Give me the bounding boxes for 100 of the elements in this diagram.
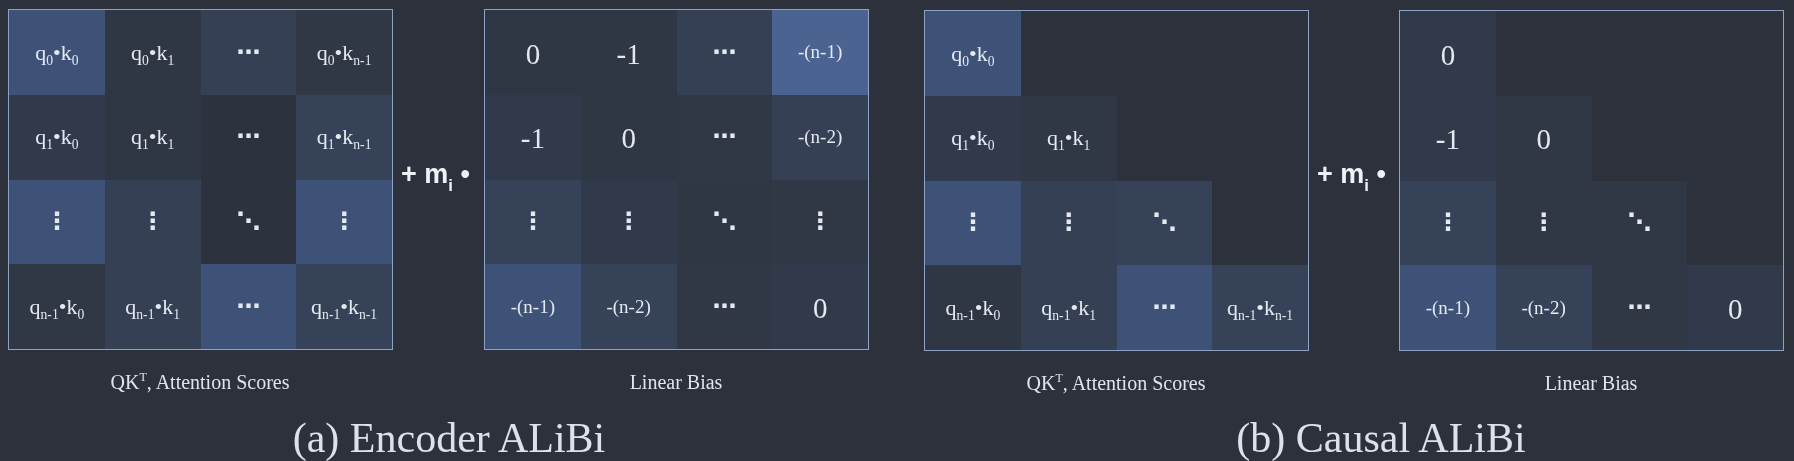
cell-text: ⋯ (236, 123, 261, 151)
cell-text: 0 (1536, 123, 1551, 157)
matrix-cell (485, 94, 581, 180)
cell-text: ⋮ (1435, 209, 1460, 237)
matrix-cell (104, 10, 201, 95)
cell-text: q$_{n-1}$•k$_{n-1}$ (311, 293, 378, 320)
matrix-cell (1495, 95, 1592, 181)
cell-text: -1 (1435, 123, 1460, 157)
cell-text: ⋮ (332, 208, 357, 236)
cell-text: q$_{0}$•k$_{0}$ (35, 39, 79, 65)
cell-text: q$_{0}$•k$_{n-1}$ (316, 39, 372, 65)
cell-text: -(n-2) (1521, 296, 1566, 319)
cell-text: 0 (1440, 38, 1456, 73)
matrix-cell (925, 95, 1021, 181)
cell-text: ⋱ (1627, 209, 1652, 237)
cell-text: -(n-1) (1425, 296, 1471, 319)
cell-text: ⋮ (960, 209, 985, 237)
matrix-cell (9, 179, 105, 265)
matrix-cell (1020, 95, 1117, 181)
cell-text: 0 (1727, 292, 1743, 327)
matrix-cell (1020, 265, 1117, 350)
matrix-cell (296, 94, 392, 180)
matrix-cell (580, 264, 677, 349)
cell-text: -(n-1) (510, 295, 556, 318)
cell-text: -1 (616, 37, 641, 72)
matrix-cell (1591, 265, 1688, 350)
matrix-cell (296, 264, 392, 349)
matrix-cell (104, 264, 201, 349)
cell-text: ⋯ (236, 292, 261, 321)
cell-text: ⋮ (520, 208, 545, 236)
cell-text: ⋯ (236, 38, 261, 67)
matrix-cell (676, 264, 773, 349)
matrix-caption: QK$^{T}$, Attention Scores (1026, 371, 1206, 395)
matrix-cell (296, 179, 392, 265)
matrix-cell (485, 264, 581, 349)
cell-text: ⋱ (1152, 209, 1177, 237)
matrix-frame (1399, 10, 1784, 351)
matrix-cell (1400, 180, 1496, 266)
cell-text: q$_{n-1}$•k$_{0}$ (945, 294, 1001, 321)
cell-text: ⋯ (712, 292, 737, 321)
operator-label: + m$_{i}$ • (401, 158, 470, 190)
matrix-cell (200, 264, 297, 349)
cell-text: q$_{1}$•k$_{0}$ (951, 125, 995, 151)
matrix-cell (485, 179, 581, 265)
matrix-cell (772, 179, 868, 265)
matrix-frame (8, 9, 393, 350)
matrix-cell (1495, 265, 1592, 350)
matrix-cell (772, 94, 868, 180)
matrix-cell (925, 11, 1021, 96)
matrix-cell (1687, 265, 1783, 350)
cell-text: ⋯ (1152, 293, 1177, 322)
matrix-cell (104, 94, 201, 180)
matrix-caption: Linear Bias (1544, 371, 1638, 395)
cell-text: q$_{n-1}$•k$_{1}$ (125, 293, 180, 320)
cell-text: ⋱ (712, 208, 737, 236)
cell-text: ⋮ (616, 208, 641, 236)
cell-text: ⋮ (1531, 209, 1556, 237)
cell-text: q$_{0}$•k$_{0}$ (951, 40, 995, 66)
matrix-cell (772, 10, 868, 95)
cell-text: ⋮ (1056, 209, 1081, 237)
matrix-cell (1116, 265, 1213, 350)
matrix-cell (1212, 265, 1308, 350)
cell-text: 0 (812, 291, 828, 326)
matrix-cell (676, 10, 773, 95)
matrix-cell (772, 264, 868, 349)
cell-text: ⋮ (140, 208, 165, 236)
cell-text: 0 (621, 122, 636, 156)
matrix-cell (925, 265, 1021, 350)
matrix-cell (580, 179, 677, 265)
cell-text: 0 (525, 37, 541, 72)
cell-text: q$_{1}$•k$_{1}$ (130, 124, 175, 150)
cell-text: -(n-2) (797, 126, 843, 149)
cell-text: ⋮ (808, 208, 833, 236)
matrix-frame (924, 10, 1309, 351)
matrix-cell (9, 10, 105, 95)
cell-text: ⋯ (712, 38, 737, 67)
cell-text: -1 (520, 122, 545, 156)
matrix-cell (485, 10, 581, 95)
operator-label: + m$_{i}$ • (1317, 158, 1386, 190)
matrix-frame (484, 9, 869, 350)
matrix-cell (9, 94, 105, 180)
cell-text: q$_{1}$•k$_{n-1}$ (316, 124, 372, 150)
matrix-cell (1400, 265, 1496, 350)
cell-text: q$_{n-1}$•k$_{0}$ (29, 293, 85, 320)
matrix-cell (9, 264, 105, 349)
matrix-cell (1400, 11, 1496, 96)
cell-text: q$_{1}$•k$_{0}$ (35, 124, 79, 150)
matrix-cell (104, 179, 201, 265)
cell-text: ⋮ (44, 208, 69, 236)
panel-title: (a) Encoder ALiBi (292, 416, 606, 460)
matrix-cell (925, 180, 1021, 266)
matrix-caption: Linear Bias (629, 370, 723, 394)
cell-text: q$_{n-1}$•k$_{1}$ (1041, 294, 1096, 321)
cell-text: q$_{0}$•k$_{1}$ (130, 39, 175, 65)
matrix-cell (200, 10, 297, 95)
cell-text: ⋱ (236, 208, 261, 236)
cell-text: q$_{n-1}$•k$_{n-1}$ (1227, 294, 1294, 321)
matrix-cell (1400, 95, 1496, 181)
cell-text: -(n-1) (797, 41, 843, 64)
cell-text: q$_{1}$•k$_{1}$ (1046, 125, 1091, 151)
